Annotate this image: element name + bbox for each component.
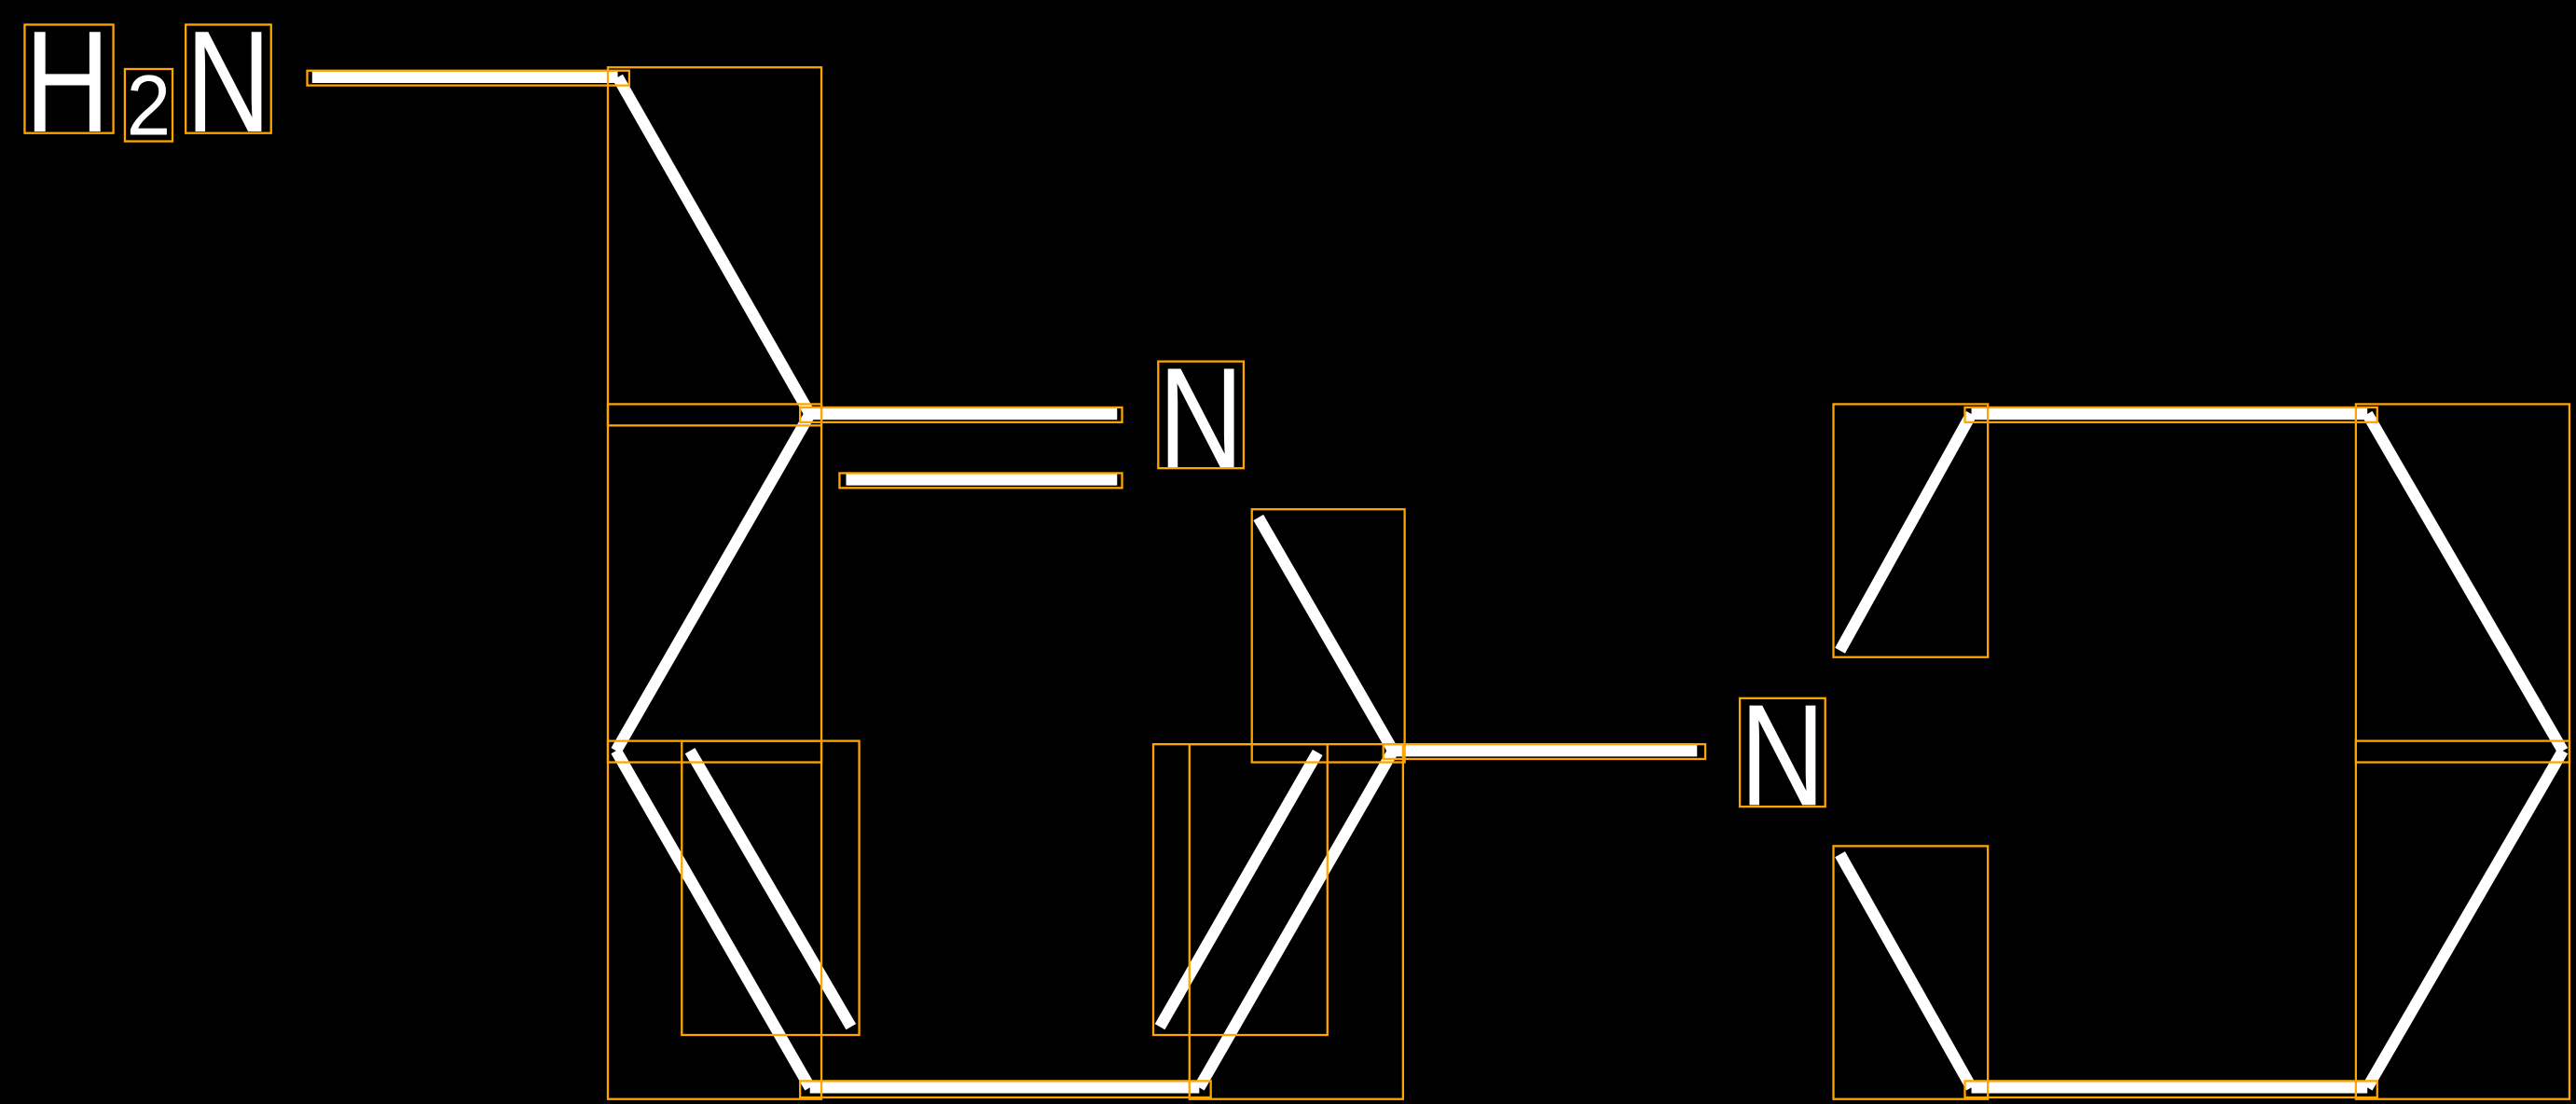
bond-c1-c2 (613, 74, 816, 418)
box-bond13 (2354, 739, 2571, 1100)
bond-r3-r4 (2362, 748, 2569, 1091)
box-n1 (184, 23, 272, 134)
box-bond6 (799, 1080, 1212, 1099)
bond-c3-c4 (611, 748, 816, 1091)
atom-imine-n: N (1158, 338, 1244, 499)
box-h (23, 23, 115, 134)
box-bond1 (306, 69, 631, 87)
box-bond15 (1832, 845, 1990, 1100)
annotation-boxes (23, 23, 2571, 1100)
box-bond5-inner (681, 739, 861, 1037)
bond-c3-c4-inner (684, 748, 857, 1030)
box-bond3a (799, 406, 1123, 423)
bond-c5-c6-inner (1154, 749, 1323, 1030)
box-n2 (1157, 360, 1246, 470)
bond-rn-r1 (1835, 411, 1977, 654)
box-bond4 (606, 403, 823, 764)
box-2 (123, 67, 174, 143)
bonds (311, 71, 2569, 1094)
box-bond9 (1382, 742, 1707, 761)
atom-amine-n: N (186, 1, 271, 162)
box-bond7-inner (1151, 742, 1329, 1037)
atom-subscript-2: 2 (127, 58, 172, 153)
box-bond11 (1963, 406, 2378, 423)
box-bond3b (838, 472, 1123, 490)
bond-r2-r3 (2362, 410, 2569, 754)
atom-labels: H 2 N N N (24, 1, 1825, 835)
box-bond2 (606, 66, 823, 427)
bond-c6-n (1253, 514, 1398, 754)
box-bond8 (1250, 508, 1406, 764)
box-n3 (1738, 697, 1826, 808)
box-bond10 (1832, 403, 1990, 658)
box-bond14 (1963, 1080, 2378, 1099)
bond-c5-c6 (1194, 748, 1398, 1091)
atom-ring-n: N (1740, 674, 1825, 835)
bond-r5-rn (1835, 851, 1977, 1091)
box-bond12 (2354, 403, 2571, 764)
atom-h: H (24, 1, 110, 162)
bond-c2-c3 (611, 410, 816, 754)
